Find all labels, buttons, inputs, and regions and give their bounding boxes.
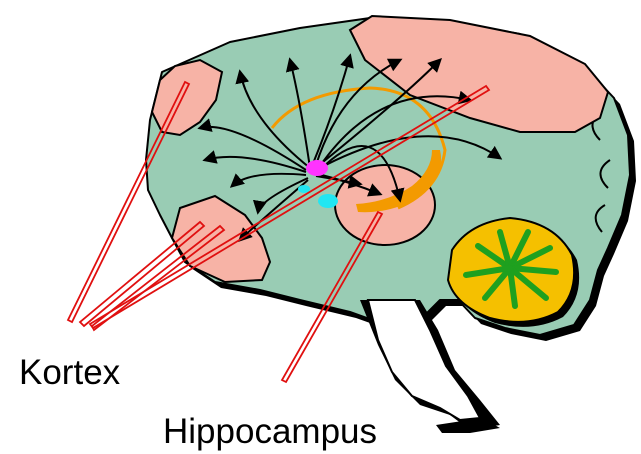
brainstem-fill: [368, 300, 480, 420]
hippocampus-label: Hippocampus: [163, 414, 377, 449]
cyan-nucleus-lower: [318, 194, 338, 208]
kortex-label: Kortex: [19, 355, 120, 390]
cyan-nucleus-upper: [298, 185, 310, 193]
magenta-nucleus: [306, 160, 328, 176]
